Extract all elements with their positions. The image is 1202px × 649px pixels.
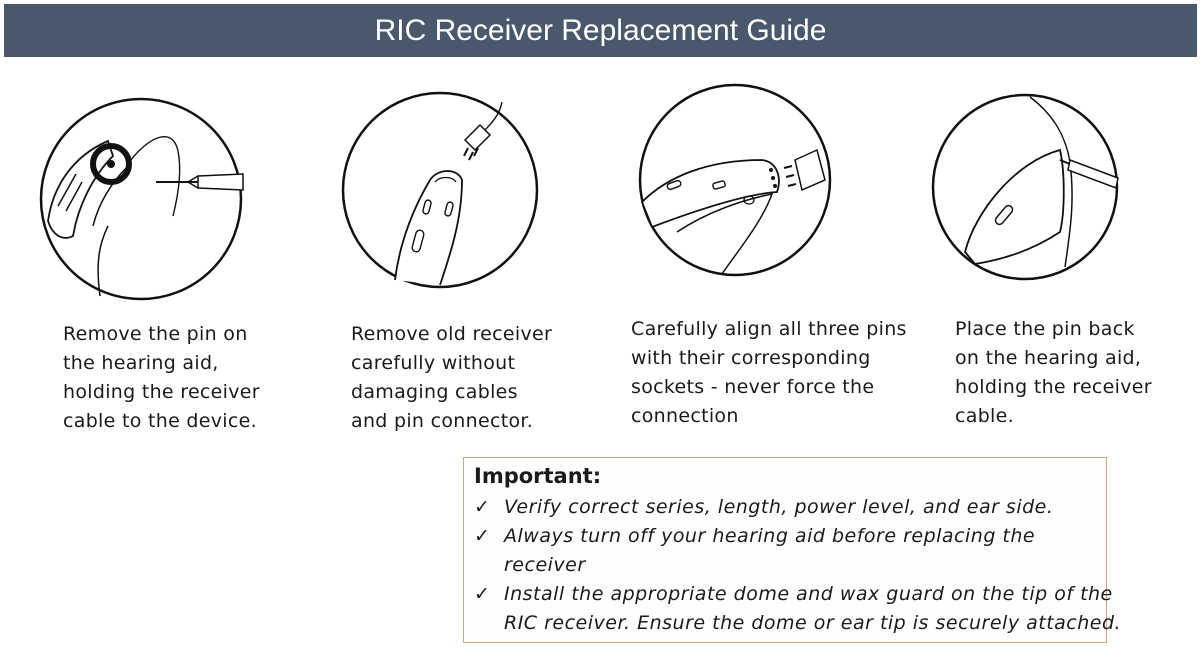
caption-line: sockets - never force the	[631, 376, 875, 398]
step-2-caption: Remove old receiver carefully without da…	[351, 320, 552, 436]
item-line: Install the appropriate dome and wax gua…	[504, 583, 1113, 605]
caption-line: holding the receiver	[63, 381, 260, 403]
caption-line: Remove the pin on	[63, 323, 248, 345]
old-receiver-removal-illustration	[341, 91, 539, 289]
step-3-caption: Carefully align all three pins with thei…	[631, 315, 907, 431]
caption-line: and pin connector.	[351, 410, 534, 432]
caption-line: on the hearing aid,	[955, 347, 1142, 369]
caption-line: carefully without	[351, 352, 516, 374]
caption-line: cable to the device.	[63, 410, 257, 432]
important-item-text: Verify correct series, length, power lev…	[504, 493, 1053, 522]
important-item-text: Install the appropriate dome and wax gua…	[504, 580, 1121, 638]
caption-line: damaging cables	[351, 381, 518, 403]
caption-line: with their corresponding	[631, 347, 871, 369]
checkmark-icon: ✓	[474, 583, 490, 605]
important-notice-box: Important: ✓ Verify correct series, leng…	[463, 457, 1121, 643]
important-item-text: Always turn off your hearing aid before …	[504, 522, 1035, 580]
caption-line: cable.	[955, 405, 1014, 427]
caption-line: Remove old receiver	[351, 323, 553, 345]
pin-alignment-illustration	[638, 83, 832, 277]
step-4-caption: Place the pin back on the hearing aid, h…	[955, 315, 1152, 431]
caption-line: Carefully align all three pins	[631, 318, 907, 340]
hearing-aid-pin-removal-illustration	[39, 97, 244, 301]
caption-line: connection	[631, 405, 739, 427]
item-line: RIC receiver. Ensure the dome or ear tip…	[504, 612, 1122, 634]
checkmark-icon: ✓	[474, 525, 490, 547]
pin-replacement-illustration	[931, 93, 1119, 281]
page-title: RIC Receiver Replacement Guide	[4, 4, 1197, 57]
item-line: Always turn off your hearing aid before …	[504, 525, 1036, 547]
checkmark-icon: ✓	[474, 496, 490, 518]
caption-line: the hearing aid,	[63, 352, 219, 374]
step-1-caption: Remove the pin on the hearing aid, holdi…	[63, 320, 260, 436]
item-line: receiver	[504, 554, 586, 576]
caption-line: Place the pin back	[955, 318, 1135, 340]
item-line: Verify correct series, length, power lev…	[504, 496, 1054, 518]
caption-line: holding the receiver	[955, 376, 1152, 398]
important-title: Important:	[474, 464, 602, 488]
